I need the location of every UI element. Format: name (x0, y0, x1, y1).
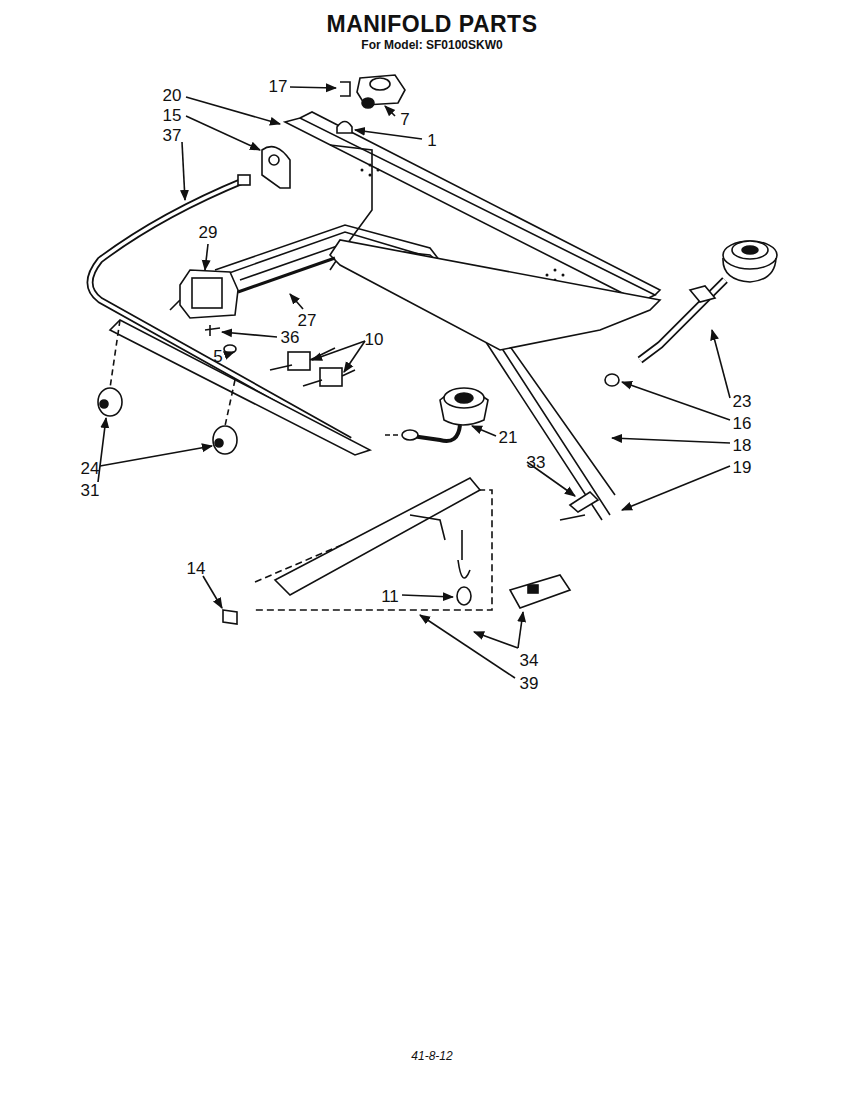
diagram-title: MANIFOLD PARTS (326, 13, 537, 36)
callout-number: 39 (520, 675, 539, 692)
callout-number: 23 (733, 393, 752, 410)
callout-number: 16 (733, 415, 752, 432)
callout-number: 29 (199, 224, 218, 241)
model-label: For Model: SF0100SKW0 (361, 39, 502, 51)
callout-number: 14 (187, 560, 206, 577)
callout-number: 27 (298, 312, 317, 329)
callout-number: 1 (427, 132, 436, 149)
callout-number: 7 (400, 111, 409, 128)
callout-number: 21 (499, 429, 518, 446)
callout-number: 24 (81, 460, 100, 477)
callout-number: 17 (269, 78, 288, 95)
callout-number: 36 (281, 329, 300, 346)
callout-number: 20 (163, 87, 182, 104)
callout-number: 5 (213, 348, 222, 365)
callout-number: 37 (163, 127, 182, 144)
drawing-code: 41-8-12 (411, 1050, 452, 1062)
callout-number: 34 (520, 652, 539, 669)
callout-number: 31 (81, 482, 100, 499)
callout-number: 18 (733, 437, 752, 454)
callout-number: 19 (733, 459, 752, 476)
callout-number: 10 (365, 331, 384, 348)
callout-number: 15 (163, 107, 182, 124)
callout-number: 11 (381, 588, 399, 605)
callout-number: 33 (527, 454, 546, 471)
